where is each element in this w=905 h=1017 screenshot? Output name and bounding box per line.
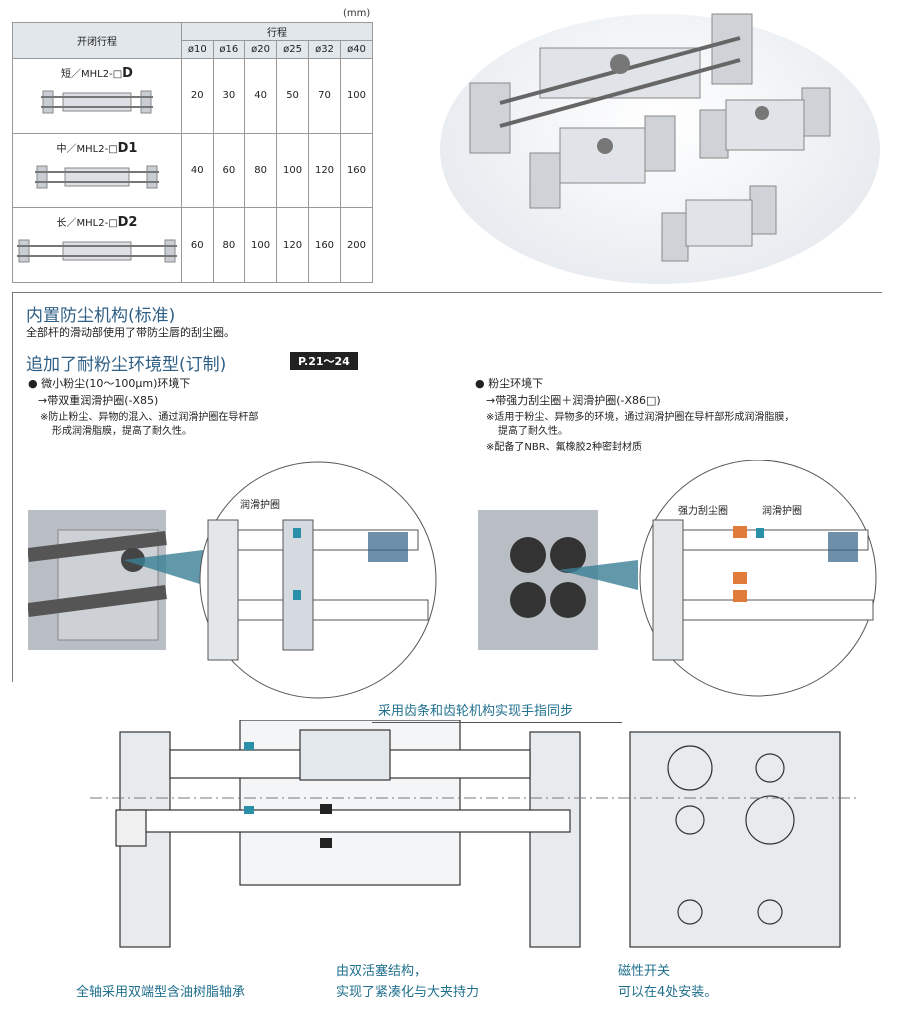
left-bullet-text: 微小粉尘(10～100μm)环境下 — [41, 377, 191, 390]
bore-header: ø20 — [244, 40, 278, 59]
stroke-value: 30 — [212, 58, 246, 134]
section-title-dustproof: 内置防尘机构(标准) — [26, 306, 176, 326]
bore-header: ø40 — [339, 40, 374, 59]
left-note-1: ※防止粉尘、异物的混入、通过润滑护圈在导杆部 — [40, 412, 259, 423]
bore-header: ø32 — [308, 40, 341, 59]
stroke-value: 160 — [339, 132, 374, 209]
unit-label: (mm) — [343, 8, 371, 19]
right-scraper-label: 强力刮尘圈 — [678, 502, 728, 517]
right-note-1: ※适用于粉尘、异物多的环境，通过润滑护圈在导杆部形成润滑脂膜， — [486, 412, 795, 423]
right-note-2: 提高了耐久性。 — [498, 426, 568, 437]
stroke-value: 80 — [244, 132, 278, 209]
stroke-value: 40 — [244, 58, 278, 134]
stroke-value: 80 — [212, 207, 246, 283]
right-bullet-text: 粉尘环境下 — [488, 377, 544, 390]
section-title-dust-env: 追加了耐粉尘环境型(订制) — [26, 355, 227, 375]
gripper-medium-image — [35, 165, 159, 189]
stroke-value: 60 — [212, 132, 246, 209]
piston-callout-line2: 实现了紧凑化与大夹持力 — [336, 985, 480, 1000]
model-suffix: D1 — [117, 140, 138, 156]
switch-callout-line2: 可以在4处安装。 — [618, 985, 718, 1000]
model-prefix: 长／MHL2-□ — [56, 218, 118, 230]
right-arrow-text: →带强力刮尘圈＋润滑护圈(-X86□) — [486, 394, 661, 407]
piston-callout-line1: 由双活塞结构， — [336, 964, 428, 979]
model-cell: 长／MHL2-□D2 — [12, 207, 182, 283]
stroke-value: 160 — [308, 207, 341, 283]
bore-header: ø10 — [181, 40, 214, 59]
stroke-value: 50 — [276, 58, 310, 134]
model-suffix: D — [122, 66, 133, 81]
right-lubricating-ring-label: 润滑护圈 — [762, 502, 802, 517]
stroke-value: 100 — [244, 207, 278, 283]
right-detail-illustration — [478, 460, 877, 697]
bearing-callout: 全轴采用双端型含油树脂轴承 — [76, 985, 246, 1000]
left-bullet: ● 微小粉尘(10～100μm)环境下 — [28, 377, 191, 390]
section-desc-dustproof: 全部杆的滑动部使用了带防尘唇的刮尘圈。 — [26, 326, 235, 339]
model-cell: 短／MHL2-□D — [12, 58, 182, 134]
left-note-2: 形成润滑脂膜，提高了耐久性。 — [52, 426, 192, 437]
cross-section-drawing — [90, 720, 860, 948]
gripper-short-image — [41, 90, 153, 114]
callout-line — [372, 722, 622, 723]
table-row: 长／MHL2-□D2 60 80 100 120 160 200 — [12, 207, 374, 283]
right-bullet: ● 粉尘环境下 — [475, 377, 544, 390]
left-lubricating-ring-label: 润滑护圈 — [240, 496, 280, 511]
left-arrow-text: →带双重润滑护圈(-X85) — [38, 394, 159, 407]
page-ref-badge: P.21～24 — [290, 352, 358, 370]
stroke-value: 70 — [308, 58, 341, 134]
bore-header: ø25 — [276, 40, 310, 59]
gripper-large-image — [469, 13, 753, 154]
stroke-value: 100 — [276, 132, 310, 209]
model-suffix: D2 — [117, 215, 138, 231]
table-row: 中／MHL2-□D1 40 60 80 100 120 160 — [12, 132, 374, 209]
section-divider — [12, 292, 882, 293]
switch-callout-line1: 磁性开关 — [618, 964, 671, 979]
stroke-table: 开闭行程 行程 ø10 ø16 ø20 ø25 ø32 ø40 短／MHL2-□… — [12, 22, 374, 283]
header-stroke: 行程 — [181, 22, 373, 41]
bore-header: ø16 — [212, 40, 246, 59]
header-stroke-label: 开闭行程 — [12, 22, 182, 59]
stroke-value: 120 — [276, 207, 310, 283]
product-photo — [469, 13, 831, 262]
gripper-mini-image — [661, 185, 777, 262]
stroke-value: 200 — [339, 207, 374, 283]
gripper-medium-image — [529, 115, 676, 209]
left-detail-illustration — [28, 461, 437, 699]
table-row: 短／MHL2-□D 20 30 40 50 70 100 — [12, 58, 374, 134]
right-note-3: ※配备了NBR、氟橡胶2种密封材质 — [486, 442, 643, 453]
section-divider — [12, 292, 13, 682]
gripper-long-image — [17, 239, 177, 263]
stroke-value: 100 — [339, 58, 374, 134]
model-prefix: 短／MHL2-□ — [61, 69, 123, 80]
stroke-value: 60 — [181, 207, 214, 283]
rack-callout: 采用齿条和齿轮机构实现手指同步 — [378, 704, 574, 719]
stroke-value: 120 — [308, 132, 341, 209]
stroke-value: 40 — [181, 132, 214, 209]
stroke-value: 20 — [181, 58, 214, 134]
gripper-small-image — [699, 87, 831, 159]
model-prefix: 中／MHL2-□ — [56, 143, 118, 155]
model-cell: 中／MHL2-□D1 — [12, 132, 182, 209]
